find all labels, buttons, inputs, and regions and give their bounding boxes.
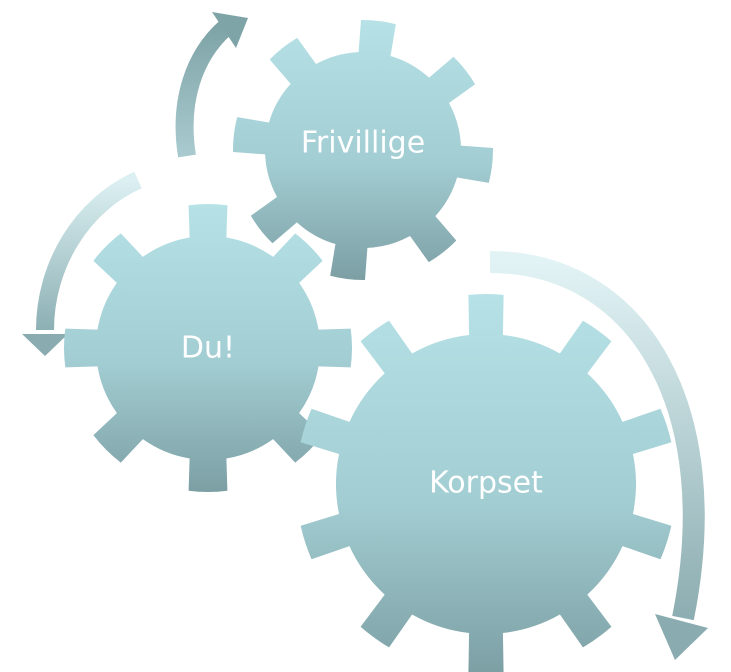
gear-frivillige-label: Frivillige [301,126,425,161]
gear-frivillige-shape [233,20,493,280]
gear-frivillige: Frivillige [233,20,493,280]
gear-du-label: Du! [181,331,235,366]
gear-korpset: Korpset [300,294,672,672]
gear-korpset-label: Korpset [429,466,543,501]
gear-korpset-shape [300,294,672,672]
gear-du-shape [63,203,353,493]
gear-du: Du! [63,203,353,493]
arrow-left [22,171,142,356]
arrow-right [489,251,708,660]
arrow-top [175,12,248,158]
